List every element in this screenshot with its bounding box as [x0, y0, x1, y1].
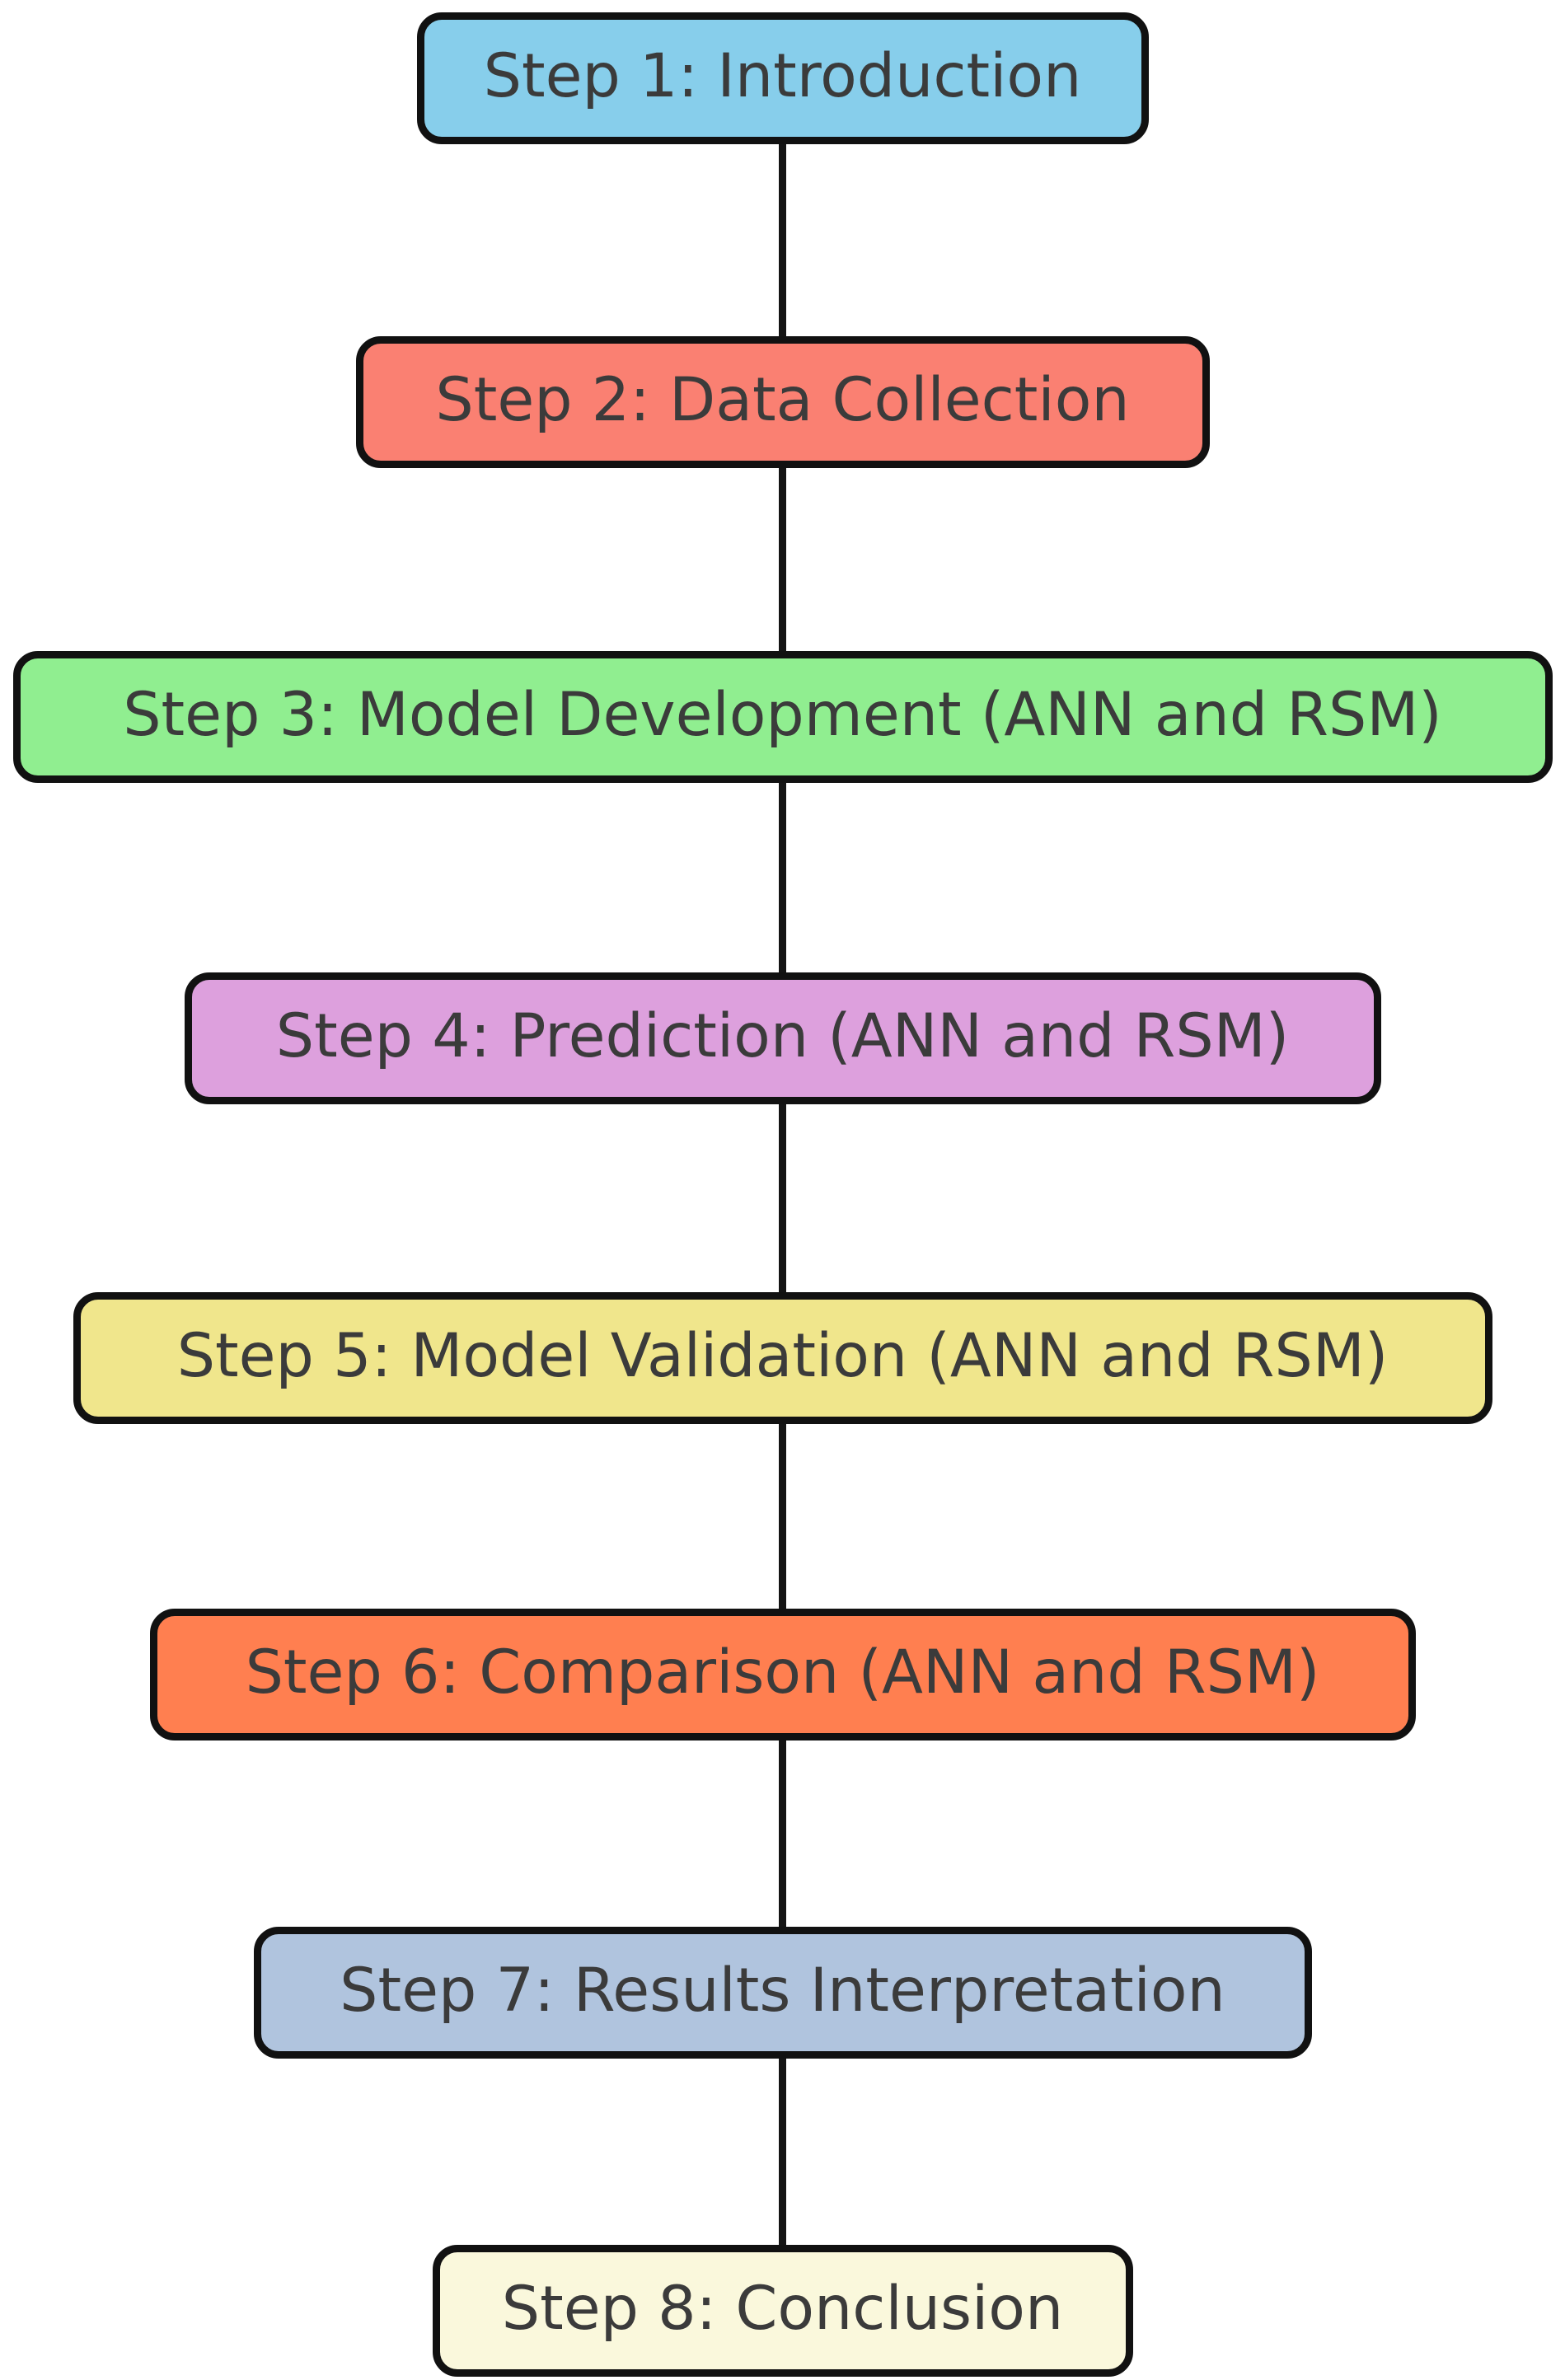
flow-step-7: Step 7: Results Interpretation — [253, 1927, 1312, 2059]
flow-step-1-label: Step 1: Introduction — [483, 40, 1082, 111]
flow-step-5: Step 5: Model Validation (ANN and RSM) — [73, 1292, 1492, 1424]
flow-step-3-label: Step 3: Model Development (ANN and RSM) — [123, 679, 1442, 750]
flow-step-5-label: Step 5: Model Validation (ANN and RSM) — [176, 1320, 1389, 1391]
flow-step-7-label: Step 7: Results Interpretation — [340, 1955, 1225, 2026]
flow-step-4: Step 4: Prediction (ANN and RSM) — [184, 972, 1381, 1104]
flow-step-2-label: Step 2: Data Collection — [435, 364, 1130, 435]
flow-step-2: Step 2: Data Collection — [355, 336, 1210, 468]
flow-step-8: Step 8: Conclusion — [432, 2245, 1133, 2377]
flow-step-6: Step 6: Comparison (ANN and RSM) — [149, 1609, 1416, 1740]
flow-step-4-label: Step 4: Prediction (ANN and RSM) — [275, 1000, 1290, 1071]
flow-step-3: Step 3: Model Development (ANN and RSM) — [12, 651, 1553, 783]
flow-step-6-label: Step 6: Comparison (ANN and RSM) — [245, 1637, 1320, 1708]
flow-step-1: Step 1: Introduction — [416, 12, 1149, 144]
flow-connector-line — [779, 82, 786, 2307]
flow-step-8-label: Step 8: Conclusion — [501, 2273, 1064, 2344]
